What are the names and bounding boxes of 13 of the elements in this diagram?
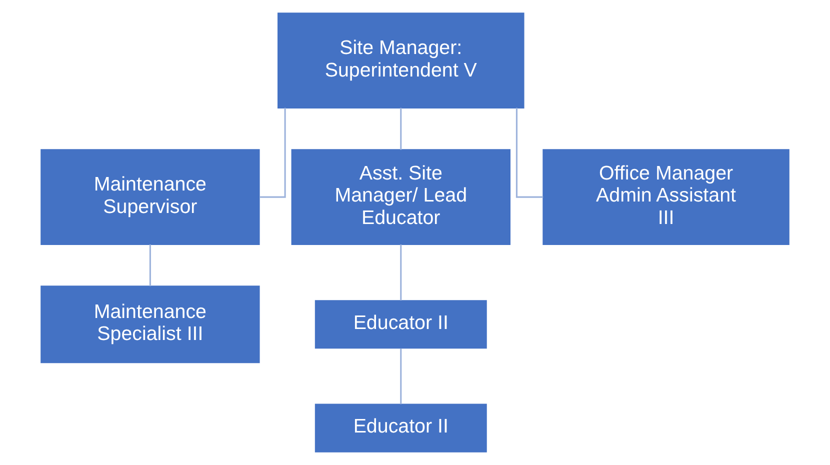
node-box: Office Manager Admin Assistant III: [542, 149, 790, 245]
connector: [400, 108, 402, 150]
node-box: Asst. Site Manager/ Lead Educator: [291, 149, 510, 245]
connector: [400, 348, 402, 404]
node-box: Maintenance Specialist III: [40, 286, 260, 364]
connector: [149, 244, 151, 286]
node-box: Educator II: [314, 300, 487, 349]
connector: [516, 108, 544, 198]
connector: [260, 108, 286, 198]
node-box: Site Manager: Superintendent V: [278, 12, 524, 108]
node-box: Educator II: [314, 404, 487, 452]
node-box: Maintenance Supervisor: [40, 149, 260, 245]
connector: [400, 244, 402, 300]
